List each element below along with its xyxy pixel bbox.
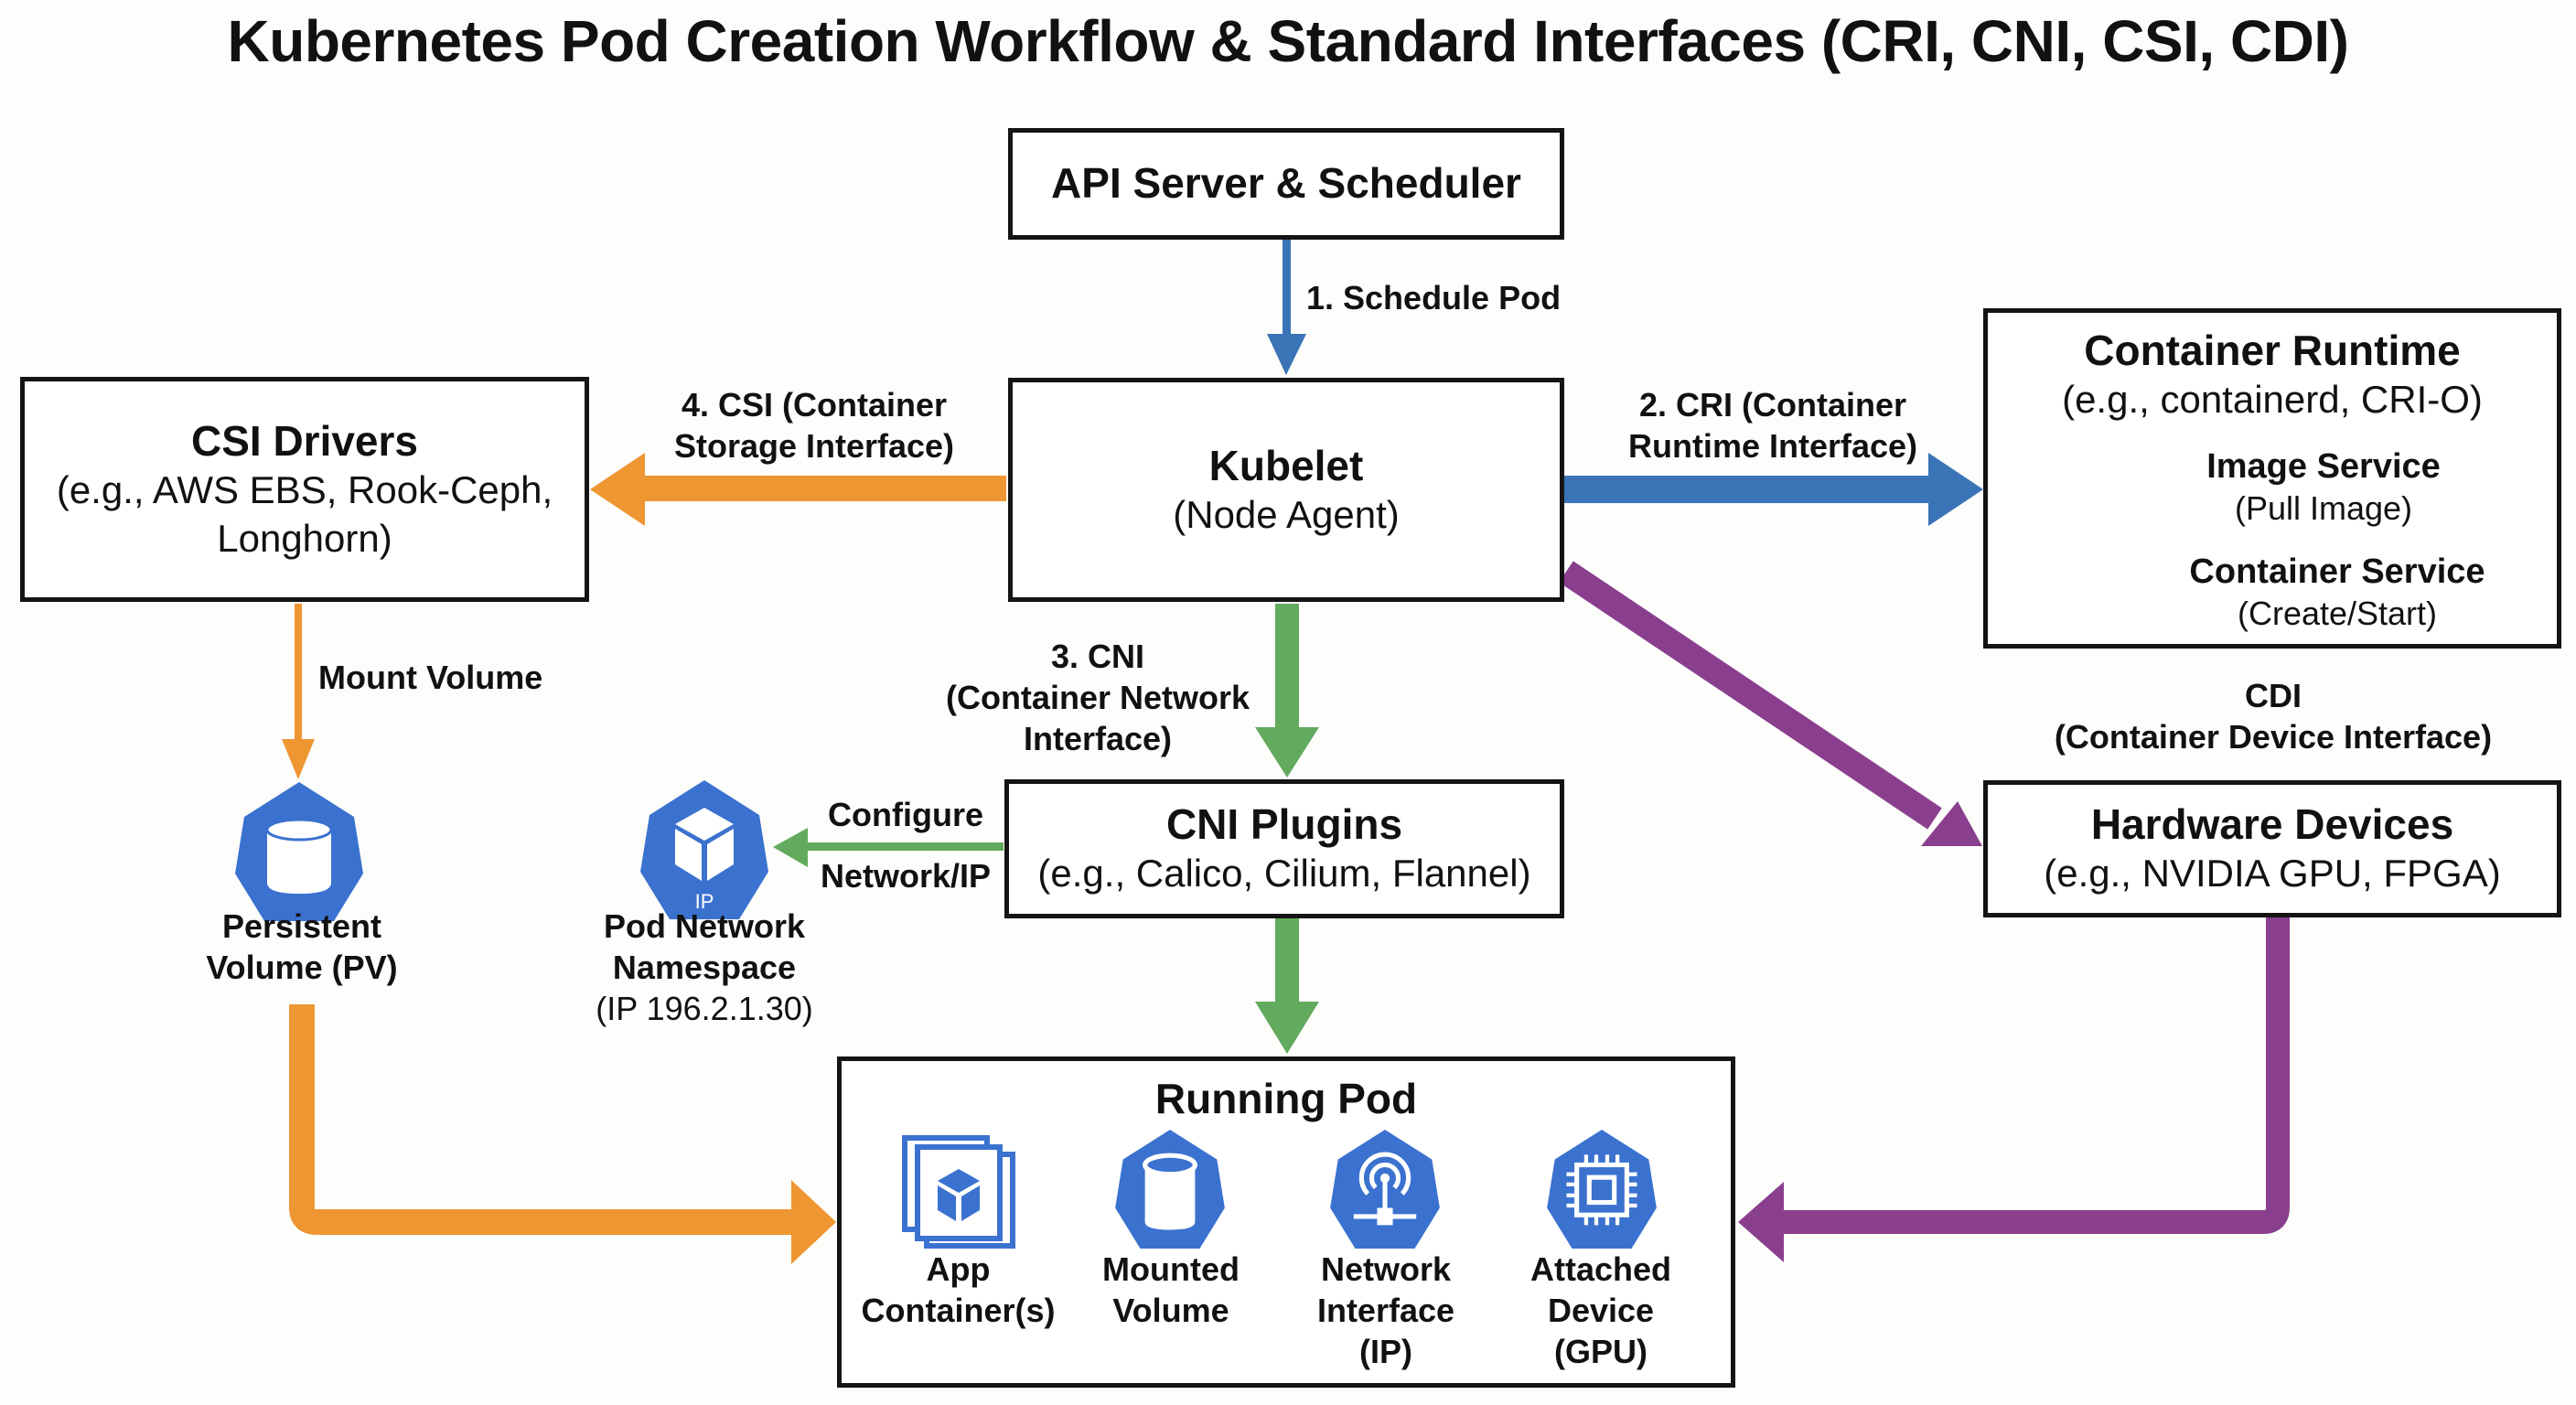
image-service-subtitle: (Pull Image)	[2234, 488, 2413, 527]
hardware-devices-subtitle: (e.g., NVIDIA GPU, FPGA)	[2044, 852, 2501, 896]
app-container-icon	[902, 1135, 1015, 1249]
diagram-title: Kubernetes Pod Creation Workflow & Stand…	[227, 8, 2349, 74]
cdi-arrow	[1559, 561, 1982, 846]
hardware-devices-box[interactable]: Hardware Devices (e.g., NVIDIA GPU, FPGA…	[1983, 780, 2561, 917]
mounted-volume-line1: Mounted	[1102, 1250, 1240, 1288]
kubelet-title: Kubelet	[1208, 441, 1364, 489]
api-server-title: API Server & Scheduler	[1051, 159, 1521, 208]
hardware-to-pod-arrow	[1738, 917, 2290, 1262]
cni-plugins-subtitle: (e.g., Calico, Cilium, Flannel)	[1037, 852, 1531, 896]
cri-label: 2. CRI (Container Runtime Interface)	[1581, 384, 1965, 467]
pv-line1: Persistent	[221, 907, 382, 945]
running-pod-title: Running Pod	[1154, 1075, 1418, 1122]
cri-label-line2: Runtime Interface)	[1627, 427, 1918, 465]
mounted-volume-line2: Volume	[1112, 1292, 1229, 1329]
container-runtime-box[interactable]: Container Runtime (e.g., containerd, CRI…	[1983, 308, 2561, 649]
pod-item-mounted-volume: Mounted Volume	[1061, 1249, 1281, 1331]
cdi-label: CDI (Container Device Interface)	[2031, 675, 2516, 757]
attached-device-line1: Attached	[1530, 1250, 1672, 1288]
configure-network-arrow	[773, 828, 1004, 867]
persistent-volume-label: Persistent Volume (PV)	[174, 906, 430, 988]
app-container-line2: Container(s)	[861, 1292, 1056, 1329]
pod-item-network-interface: Network Interface (IP)	[1276, 1249, 1496, 1372]
cri-label-line1: 2. CRI (Container	[1638, 386, 1907, 424]
container-service: Container Service (Create/Start)	[2168, 552, 2506, 633]
pod-item-app-container: App Container(s)	[846, 1249, 1070, 1331]
cni-arrow	[1255, 604, 1319, 778]
cni-plugins-box[interactable]: CNI Plugins (e.g., Calico, Cilium, Flann…	[1004, 779, 1564, 918]
pod-network-namespace-label: Pod Network Namespace (IP 196.2.1.30)	[558, 906, 851, 1029]
configure-network-label: Configure Network/IP	[805, 794, 1006, 896]
netns-line1: Pod Network	[603, 907, 806, 945]
csi-drivers-title: CSI Drivers	[190, 416, 418, 465]
network-interface-icon	[1330, 1130, 1440, 1249]
container-service-subtitle: (Create/Start)	[2237, 594, 2438, 632]
persistent-volume-icon	[235, 782, 363, 921]
hardware-devices-title: Hardware Devices	[2090, 800, 2454, 849]
csi-label: 4. CSI (Container Storage Interface)	[631, 384, 997, 467]
cni-label-line2: (Container Network	[945, 679, 1250, 716]
cni-to-pod-arrow	[1255, 918, 1319, 1054]
csi-drivers-box[interactable]: CSI Drivers (e.g., AWS EBS, Rook-Ceph, L…	[20, 377, 589, 602]
network-interface-line1: Network	[1320, 1250, 1452, 1288]
cri-arrow	[1564, 453, 1983, 526]
configure-label-line1: Configure	[828, 796, 983, 833]
kubelet-subtitle: (Node Agent)	[1173, 492, 1400, 536]
attached-device-line3: (GPU)	[1554, 1333, 1648, 1370]
container-runtime-title: Container Runtime	[2084, 327, 2461, 374]
schedule-arrow	[1267, 240, 1306, 375]
kubelet-box[interactable]: Kubelet (Node Agent)	[1008, 378, 1564, 602]
cni-label-line1: 3. CNI	[1050, 638, 1145, 675]
pv-to-pod-arrow	[289, 1004, 836, 1264]
app-container-line1: App	[926, 1250, 991, 1288]
network-interface-line2: Interface	[1316, 1292, 1455, 1329]
attached-device-icon	[1547, 1130, 1657, 1249]
schedule-pod-label: 1. Schedule Pod	[1306, 279, 1562, 316]
csi-label-line2: Storage Interface)	[673, 427, 955, 465]
pod-network-namespace-icon: IP	[640, 780, 768, 919]
csi-arrow	[590, 453, 1006, 526]
api-server-scheduler-box[interactable]: API Server & Scheduler	[1008, 128, 1564, 240]
csi-drivers-subtitle-1: (e.g., AWS EBS, Rook-Ceph,	[56, 468, 553, 512]
image-service-title: Image Service	[2206, 447, 2441, 486]
mount-volume-arrow	[282, 604, 315, 779]
configure-label-line2: Network/IP	[820, 857, 992, 895]
container-service-title: Container Service	[2189, 552, 2485, 591]
cdi-label-line2: (Container Device Interface)	[2054, 718, 2493, 756]
cni-label-line3: Interface)	[1023, 720, 1173, 757]
ip-icon-text: IP	[695, 890, 714, 913]
cni-plugins-title: CNI Plugins	[1165, 800, 1403, 849]
pod-item-attached-device: Attached Device (GPU)	[1491, 1249, 1711, 1372]
cni-label: 3. CNI (Container Network Interface)	[924, 636, 1272, 759]
pv-line2: Volume (PV)	[206, 949, 398, 986]
image-service: Image Service (Pull Image)	[2168, 446, 2479, 528]
csi-label-line1: 4. CSI (Container	[681, 386, 948, 424]
container-runtime-subtitle: (e.g., containerd, CRI-O)	[2062, 378, 2483, 422]
netns-line3: (IP 196.2.1.30)	[596, 990, 813, 1027]
cdi-label-line1: CDI	[2245, 677, 2302, 714]
network-interface-line3: (IP)	[1359, 1333, 1412, 1370]
mounted-volume-icon	[1115, 1130, 1225, 1249]
netns-line2: Namespace	[612, 949, 797, 986]
mount-volume-label: Mount Volume	[318, 659, 543, 696]
csi-drivers-subtitle-2: Longhorn)	[217, 516, 392, 560]
attached-device-line2: Device	[1547, 1292, 1655, 1329]
